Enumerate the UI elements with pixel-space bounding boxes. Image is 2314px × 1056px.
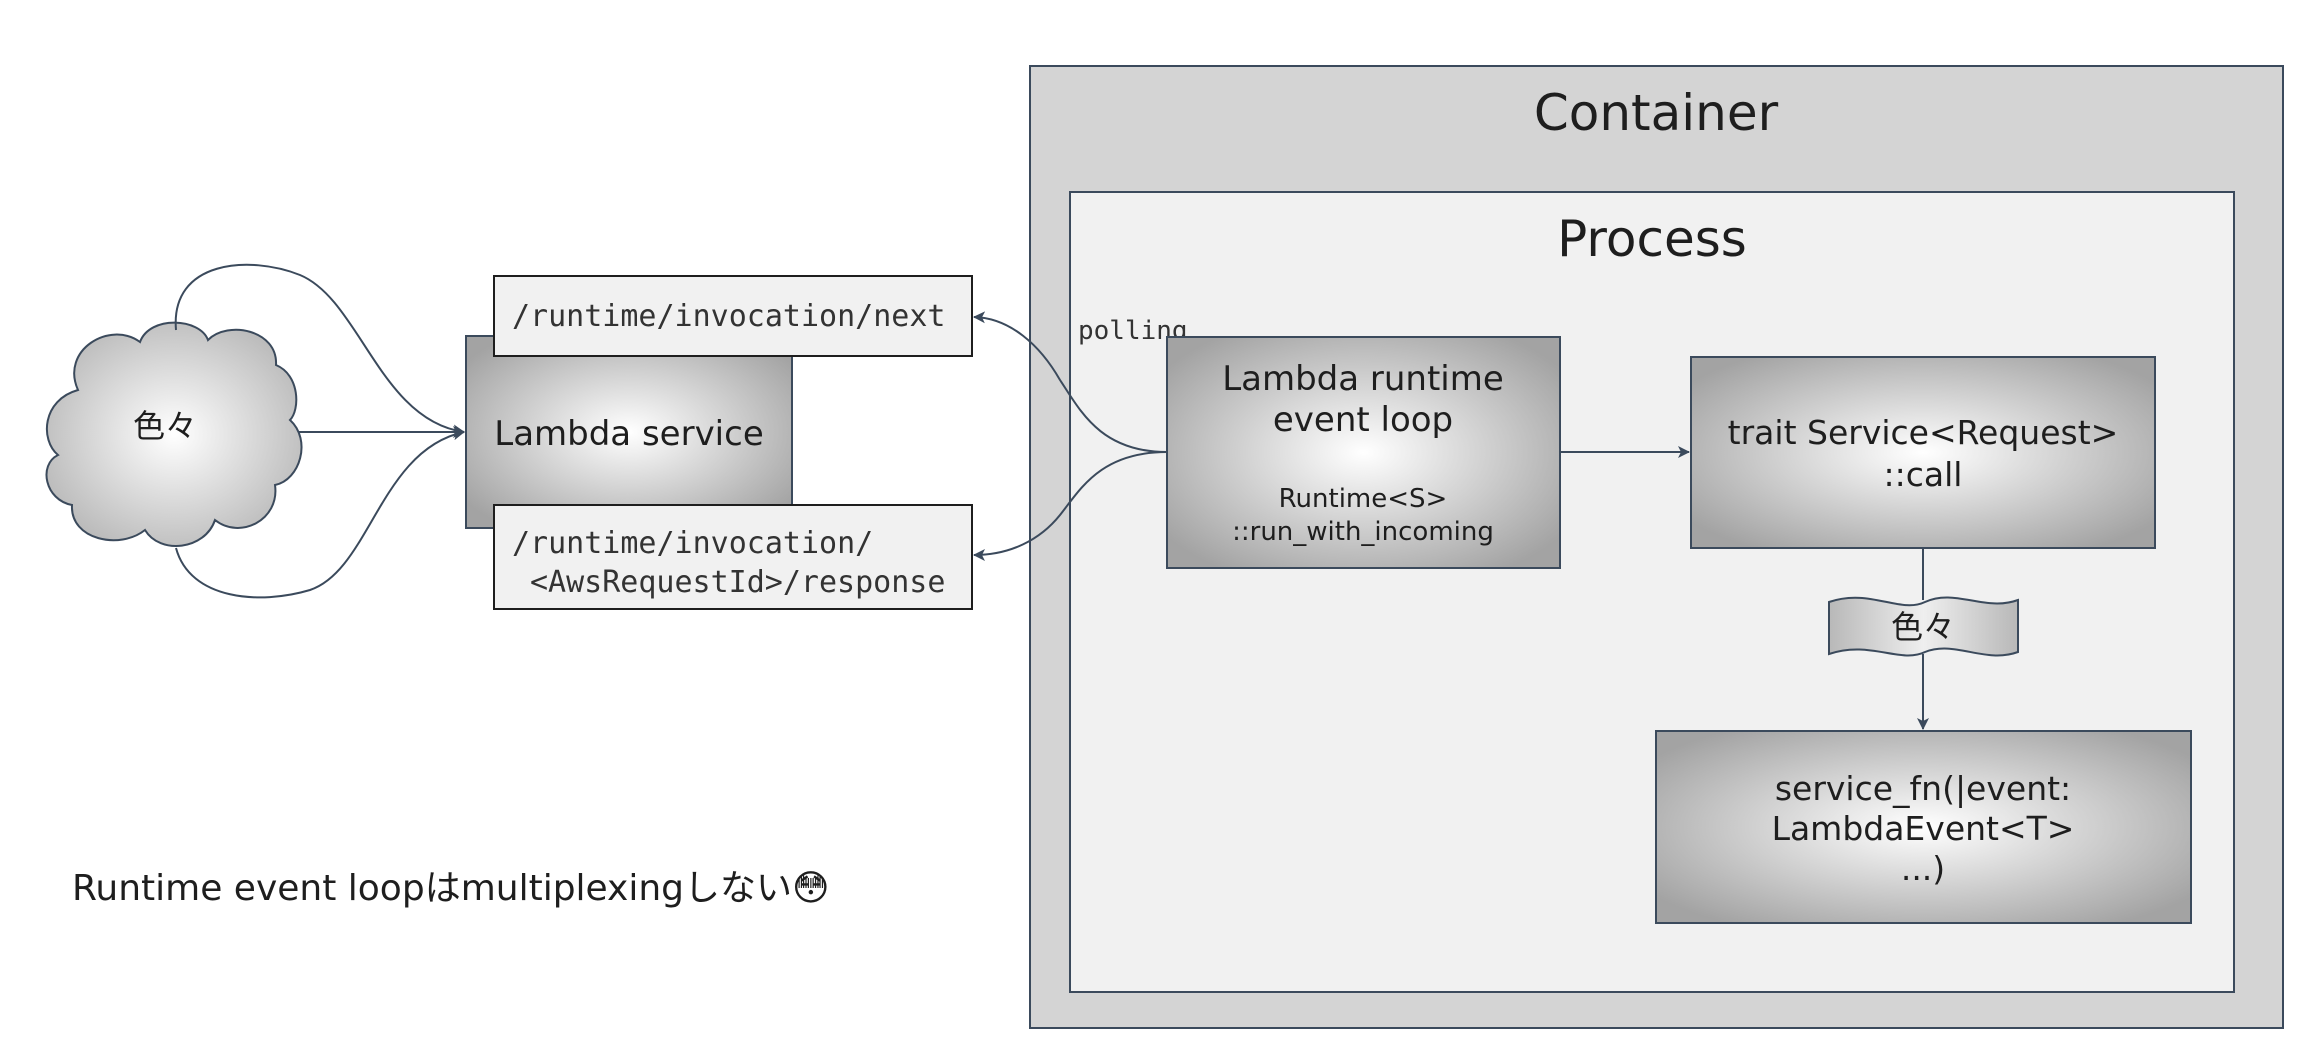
endpoint-response-box: /runtime/invocation/ <AwsRequestId>/resp… bbox=[493, 504, 973, 610]
service-trait-line2: ::call bbox=[1884, 455, 1963, 494]
event-loop-box: Lambda runtime event loop Runtime<S> ::r… bbox=[1166, 336, 1561, 569]
middle-tag: 色々 bbox=[1828, 596, 2019, 657]
arrow-cloud-to-lambda-bottom bbox=[175, 428, 465, 599]
process-title: Process bbox=[1557, 210, 1747, 268]
event-loop-sub-line1: Runtime<S> bbox=[1279, 484, 1448, 514]
footnote-text: Runtime event loopはmultiplexingしない😳 bbox=[72, 868, 830, 909]
service-fn-box: service_fn(|event: LambdaEvent<T> ...) bbox=[1655, 730, 2192, 924]
endpoint-next-box: /runtime/invocation/next bbox=[493, 275, 973, 357]
event-loop-title-line2: event loop bbox=[1273, 400, 1453, 440]
endpoint-response-line1: /runtime/invocation/ bbox=[512, 526, 873, 561]
event-loop-sub-line2: ::run_with_incoming bbox=[1232, 517, 1494, 547]
cloud-source: 色々 bbox=[45, 321, 303, 547]
arrow-loop-to-next bbox=[973, 311, 1168, 453]
arrow-loop-to-response bbox=[973, 451, 1168, 561]
cloud-label: 色々 bbox=[133, 407, 197, 445]
container-title: Container bbox=[1534, 84, 1779, 142]
service-fn-line1: service_fn(|event: bbox=[1775, 769, 2071, 808]
service-fn-line2: LambdaEvent<T> bbox=[1772, 809, 2075, 848]
service-fn-line3: ...) bbox=[1901, 849, 1945, 888]
service-trait-box: trait Service<Request> ::call bbox=[1690, 356, 2156, 549]
lambda-service-box: Lambda service bbox=[465, 335, 793, 529]
lambda-service-label: Lambda service bbox=[494, 414, 764, 454]
middle-tag-label: 色々 bbox=[1891, 608, 1955, 646]
connectors bbox=[174, 263, 1929, 730]
endpoint-response-line2: <AwsRequestId>/response bbox=[530, 565, 945, 600]
endpoint-next-label: /runtime/invocation/next bbox=[512, 299, 945, 334]
event-loop-title-line1: Lambda runtime bbox=[1222, 359, 1504, 399]
service-trait-line1: trait Service<Request> bbox=[1728, 413, 2119, 452]
arrow-cloud-to-lambda-top bbox=[174, 263, 465, 437]
